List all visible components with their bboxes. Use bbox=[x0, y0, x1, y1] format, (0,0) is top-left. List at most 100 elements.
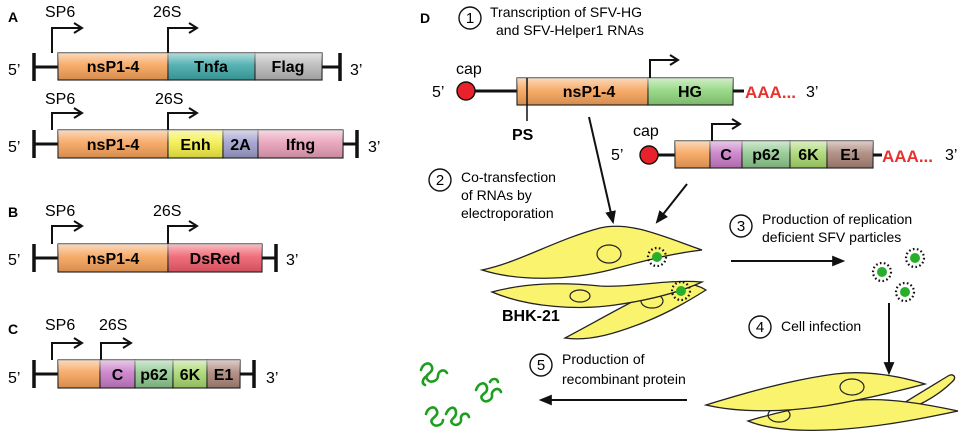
particle-core bbox=[676, 286, 686, 296]
segment-untranslated bbox=[674, 140, 711, 169]
step-number-circle bbox=[428, 168, 452, 192]
cell bbox=[562, 282, 708, 340]
cell bbox=[490, 280, 705, 309]
step-text-line: electroporation bbox=[461, 205, 554, 221]
five-prime-label: 5’ bbox=[8, 139, 20, 156]
particle-core bbox=[910, 253, 920, 263]
cell-line-label: BHK-21 bbox=[502, 308, 560, 325]
construct-a2: SP6 26S 5’ nsP1-4 Enh 2A Ifng 3’ bbox=[8, 91, 380, 159]
three-prime-label: 3’ bbox=[266, 370, 278, 387]
infected-cells bbox=[703, 372, 959, 431]
five-prime-label: 5’ bbox=[8, 370, 20, 387]
particle-core bbox=[900, 287, 910, 297]
step-3: 3 Production of replication deficient SF… bbox=[729, 211, 912, 245]
five-prime-label: 5’ bbox=[432, 84, 444, 101]
cell bbox=[703, 372, 928, 412]
protein-squiggle bbox=[419, 362, 449, 387]
five-prime-label: 5’ bbox=[611, 147, 623, 164]
packaging-signal-label: PS bbox=[512, 127, 534, 144]
step-number-circle bbox=[729, 214, 753, 238]
segment-nsp1-4-label: nsP1-4 bbox=[87, 251, 140, 268]
segment-6k-label: 6K bbox=[798, 147, 819, 164]
recombinant-proteins bbox=[419, 362, 503, 427]
particle-envelope bbox=[871, 261, 893, 283]
virus-particle bbox=[646, 246, 668, 268]
three-prime-label: 3’ bbox=[945, 147, 957, 164]
particle-core bbox=[652, 252, 662, 262]
step-number-circle bbox=[748, 315, 772, 339]
step-text-line: deficient SFV particles bbox=[762, 229, 901, 245]
step-number: 3 bbox=[737, 218, 745, 235]
step-4: 4 Cell infection bbox=[748, 315, 861, 339]
subgenomic-promoter-arrow bbox=[649, 54, 680, 78]
subgenomic-promoter-arrow bbox=[167, 220, 199, 244]
segment-e1-label: E1 bbox=[840, 147, 860, 164]
particle-core bbox=[877, 267, 887, 277]
subgenomic-promoter-arrow bbox=[167, 22, 199, 53]
rna-sfv-helper1: cap 5’ C p62 6K E1 AAA... 3’ bbox=[611, 118, 957, 169]
sp6-promoter-label: SP6 bbox=[45, 203, 75, 220]
segment-hg-label: HG bbox=[678, 84, 702, 101]
segment-nsp1-4-label: nsP1-4 bbox=[563, 84, 616, 101]
sp6-promoter-label: SP6 bbox=[45, 317, 75, 334]
segment-2a-label: 2A bbox=[230, 137, 251, 154]
cell-nucleus bbox=[569, 289, 591, 303]
step-text-line: of RNAs by bbox=[461, 187, 532, 203]
panel-b-label: B bbox=[8, 204, 18, 220]
segment-untranslated bbox=[57, 359, 101, 389]
cap-label: cap bbox=[456, 61, 482, 78]
step-number-circle bbox=[529, 353, 553, 377]
transfection-arrow-hg bbox=[588, 116, 616, 225]
step-5: 5 Production of recombinant protein bbox=[529, 351, 686, 387]
subgenomic-promoter-label: 26S bbox=[99, 317, 127, 334]
step-number: 1 bbox=[466, 10, 474, 27]
step-2: 2 Co-transfection of RNAs by electropora… bbox=[428, 168, 556, 221]
step-text-line: Co-transfection bbox=[461, 169, 556, 185]
sp6-promoter-label: SP6 bbox=[45, 91, 75, 108]
subgenomic-promoter-label: 26S bbox=[153, 203, 181, 220]
step-number: 4 bbox=[756, 319, 764, 336]
three-prime-label: 3’ bbox=[350, 62, 362, 79]
segment-dsred-label: DsRed bbox=[190, 251, 241, 268]
panel-b: B SP6 26S 5’ nsP1-4 DsRed 3’ bbox=[8, 203, 298, 273]
virus-particle bbox=[670, 280, 692, 302]
subgenomic-promoter-arrow bbox=[167, 107, 199, 130]
subgenomic-promoter-arrow bbox=[100, 337, 133, 360]
three-prime-label: 3’ bbox=[806, 84, 818, 101]
particle-envelope bbox=[904, 247, 926, 269]
bhk-21-cells: BHK-21 bbox=[479, 225, 708, 340]
cap-circle bbox=[639, 145, 659, 165]
panel-c: C SP6 26S 5’ C p62 6K E1 3’ bbox=[8, 317, 278, 389]
step-number: 5 bbox=[537, 357, 545, 374]
cap-circle bbox=[456, 81, 476, 101]
step-text-line: and SFV-Helper1 RNAs bbox=[496, 22, 644, 38]
five-prime-label: 5’ bbox=[8, 252, 20, 269]
panel-d-label: D bbox=[420, 10, 430, 26]
rna-sfv-hg: cap 5’ nsP1-4 HG AAA... 3’ PS bbox=[432, 54, 818, 144]
panel-d: D 1 Transcription of SFV-HG and SFV-Help… bbox=[419, 4, 959, 431]
transfection-arrow-helper bbox=[655, 183, 688, 224]
cell-nucleus bbox=[839, 378, 865, 396]
step-text-line: Production of replication bbox=[762, 211, 912, 227]
step-number: 2 bbox=[436, 172, 444, 189]
protein-squiggle bbox=[424, 406, 445, 427]
virus-particle bbox=[904, 247, 926, 269]
segment-tnfa-label: Tnfa bbox=[194, 59, 228, 76]
sp6-promoter-arrow bbox=[51, 22, 84, 53]
virus-particle bbox=[894, 281, 916, 303]
particle-envelope bbox=[670, 280, 692, 302]
segment-6k-label: 6K bbox=[180, 367, 201, 384]
panel-a: A SP6 26S 5’ nsP1-4 Tnfa Flag 3’ SP6 26S bbox=[8, 4, 380, 159]
panel-c-label: C bbox=[8, 321, 18, 337]
panel-a-label: A bbox=[8, 9, 18, 25]
segment-capsid-label: C bbox=[112, 367, 124, 384]
virus-particle bbox=[871, 261, 893, 283]
three-prime-label: 3’ bbox=[368, 139, 380, 156]
sp6-promoter-arrow bbox=[51, 337, 84, 360]
sp6-promoter-label: SP6 bbox=[45, 4, 75, 21]
segment-capsid-label: C bbox=[720, 147, 732, 164]
cell bbox=[479, 225, 703, 279]
subgenomic-promoter-label: 26S bbox=[155, 91, 183, 108]
sp6-promoter-arrow bbox=[51, 107, 84, 130]
cap-label: cap bbox=[633, 123, 659, 140]
